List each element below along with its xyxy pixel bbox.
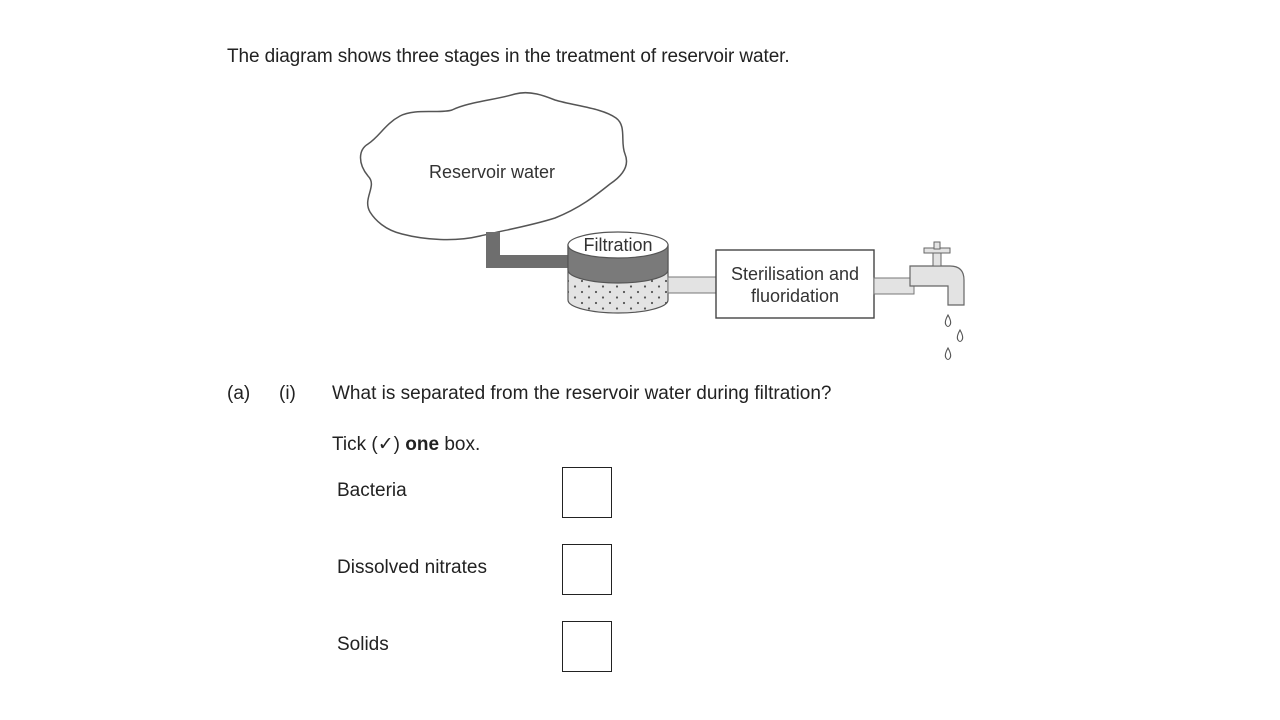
reservoir-label: Reservoir water — [429, 162, 555, 182]
question-subpart-label: (i) — [279, 383, 296, 404]
reservoir-outlet-pipe — [486, 232, 570, 268]
tickbox-dissolved-nitrates[interactable] — [562, 544, 612, 595]
option-label-dissolved-nitrates: Dissolved nitrates — [337, 557, 487, 578]
instruction-prefix: Tick (✓) — [332, 434, 400, 455]
water-droplets — [944, 313, 964, 361]
filtration-label: Filtration — [583, 235, 652, 255]
instruction-emphasis: one — [405, 434, 440, 455]
intro-text: The diagram shows three stages in the tr… — [227, 46, 790, 67]
water-treatment-diagram: Reservoir water Filtration Sterilisation… — [359, 91, 965, 361]
tick-instruction: Tick (✓) one box. — [332, 433, 480, 456]
sterilisation-label-line1: Sterilisation and — [731, 264, 859, 284]
sterilisation-label-line2: fluoridation — [751, 286, 839, 306]
filter-outlet-pipe — [667, 276, 717, 294]
option-label-bacteria: Bacteria — [337, 480, 407, 501]
sterilisation-box: Sterilisation and fluoridation — [715, 249, 875, 319]
reservoir-cloud: Reservoir water — [359, 91, 628, 241]
question-part-label: (a) — [227, 383, 251, 404]
filtration-tank: Filtration — [567, 231, 669, 314]
option-label-solids: Solids — [337, 634, 389, 655]
tap-supply-pipe — [873, 277, 915, 295]
instruction-suffix: box. — [444, 434, 481, 455]
question-text: What is separated from the reservoir wat… — [332, 383, 832, 404]
tickbox-bacteria[interactable] — [562, 467, 612, 518]
tickbox-solids[interactable] — [562, 621, 612, 672]
tap-icon — [909, 241, 965, 306]
